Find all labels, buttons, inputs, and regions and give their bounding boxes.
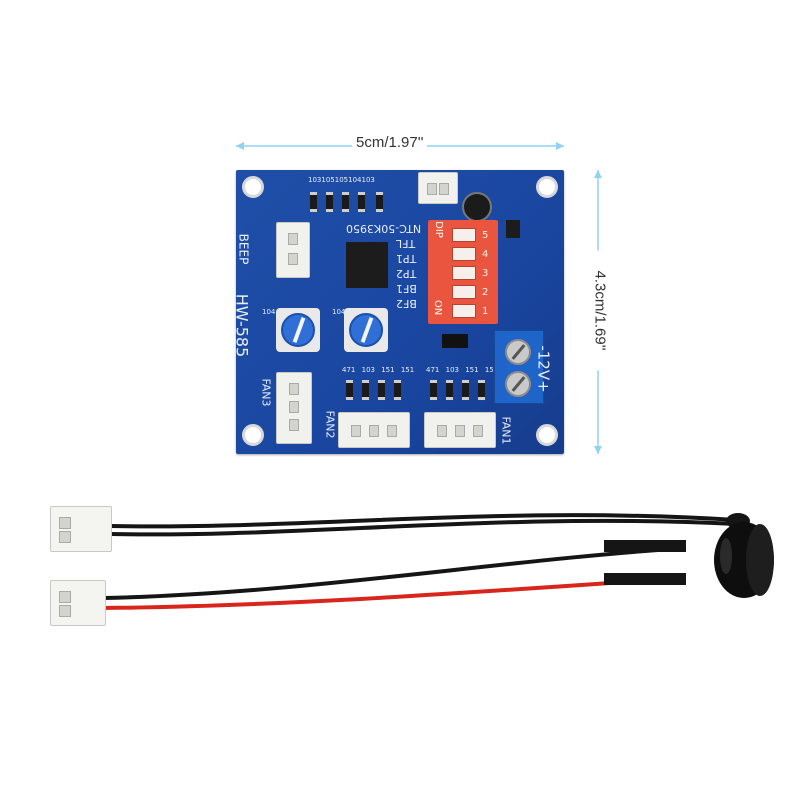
terminal-screw[interactable] bbox=[505, 339, 531, 365]
buzzer-plug bbox=[50, 580, 106, 626]
thermistor-wire bbox=[109, 513, 737, 529]
width-dimension-label: 5cm/1.97'' bbox=[352, 134, 428, 151]
mounting-hole bbox=[536, 176, 558, 198]
mounting-hole bbox=[242, 424, 264, 446]
resistor bbox=[462, 380, 469, 400]
dip-switch-4[interactable] bbox=[452, 247, 476, 261]
resistor-codes-fan1: 471 103 151 151 bbox=[426, 366, 499, 374]
resistor bbox=[346, 380, 353, 400]
thermistor-wire bbox=[109, 518, 737, 537]
pcb-board: 103105105104103 BEEP HW-585 NTC-50K3950 … bbox=[232, 170, 564, 454]
fan2-connector bbox=[338, 412, 410, 448]
resistor bbox=[358, 192, 365, 212]
terminal-screw[interactable] bbox=[505, 371, 531, 397]
transistor bbox=[506, 220, 520, 238]
diode bbox=[442, 334, 468, 348]
resistor bbox=[446, 380, 453, 400]
resistor bbox=[310, 192, 317, 212]
controller-chip bbox=[346, 242, 388, 288]
pot-label: 104 bbox=[262, 308, 276, 316]
beep-connector bbox=[276, 222, 310, 278]
resistor bbox=[362, 380, 369, 400]
resistor-codes-fan2: 471 103 151 151 bbox=[342, 366, 415, 374]
resistor bbox=[378, 380, 385, 400]
dip-switch-5[interactable] bbox=[452, 228, 476, 242]
resistor-codes-top: 103105105104103 bbox=[308, 176, 375, 184]
potentiometer-left[interactable] bbox=[276, 308, 320, 352]
thermistor-plug bbox=[50, 506, 112, 552]
resistor bbox=[326, 192, 333, 212]
power-terminal[interactable] bbox=[494, 330, 544, 404]
fan1-connector bbox=[424, 412, 496, 448]
resistor bbox=[376, 192, 383, 212]
fan3-connector bbox=[276, 372, 312, 444]
resistor bbox=[342, 192, 349, 212]
mounting-hole bbox=[536, 424, 558, 446]
thermistor-connector bbox=[418, 172, 458, 204]
resistor bbox=[430, 380, 437, 400]
dip-switch-1[interactable] bbox=[452, 304, 476, 318]
pot-label: 104 bbox=[332, 308, 346, 316]
resistor bbox=[394, 380, 401, 400]
electrolytic-capacitor bbox=[462, 192, 492, 222]
dip-switch-3[interactable] bbox=[452, 266, 476, 280]
resistor bbox=[478, 380, 485, 400]
buzzer-wire-black bbox=[103, 546, 687, 600]
potentiometer-right[interactable] bbox=[344, 308, 388, 352]
dip-switch-2[interactable] bbox=[452, 285, 476, 299]
mounting-hole bbox=[242, 176, 264, 198]
